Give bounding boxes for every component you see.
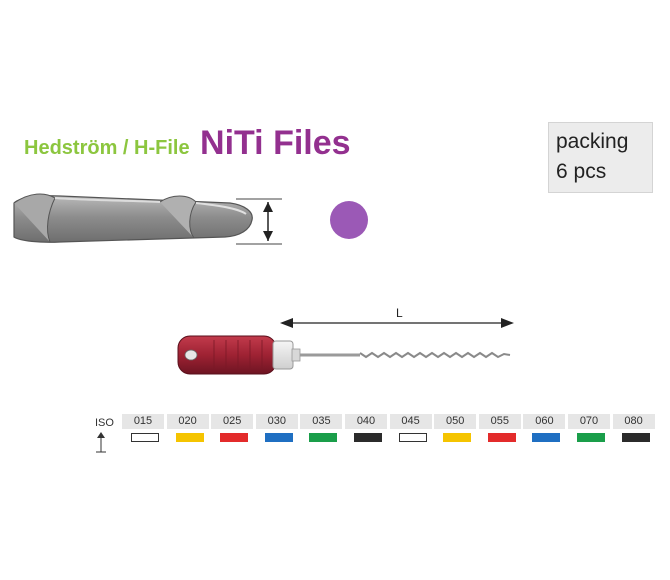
iso-size-015: 015 [122, 414, 166, 442]
iso-color-swatch [220, 433, 249, 442]
iso-color-swatch [532, 433, 561, 442]
iso-color-swatch [443, 433, 472, 442]
iso-color-swatch [309, 433, 338, 442]
iso-size-080: 080 [612, 414, 657, 442]
packing-count: 6 pcs [556, 160, 607, 183]
iso-size-030: 030 [255, 414, 300, 442]
length-dimension: L [280, 306, 514, 328]
iso-color-swatch [487, 433, 516, 442]
iso-size-number: 040 [345, 414, 389, 429]
iso-size-040: 040 [345, 414, 389, 442]
iso-size-number: 020 [166, 414, 211, 429]
iso-size-020: 020 [166, 414, 211, 442]
length-label: L [396, 306, 403, 320]
iso-color-swatch [264, 433, 293, 442]
iso-size-number: 080 [612, 414, 657, 429]
iso-size-number: 045 [389, 414, 434, 429]
iso-size-045: 045 [389, 414, 434, 442]
diameter-indicator [236, 198, 282, 245]
product-title: Hedström / H-File NiTi Files [24, 124, 351, 163]
packing-label: packing [556, 130, 629, 153]
iso-size-055: 055 [478, 414, 523, 442]
iso-size-number: 050 [434, 414, 479, 429]
iso-size-number: 055 [478, 414, 523, 429]
iso-size-number: 025 [211, 414, 256, 429]
file-tip-detail [13, 193, 253, 243]
iso-size-number: 035 [300, 414, 345, 429]
file-instrument [177, 335, 511, 375]
iso-color-swatch [398, 433, 427, 442]
iso-color-swatch [577, 433, 605, 442]
iso-size-060: 060 [523, 414, 568, 442]
iso-size-number: 015 [122, 414, 166, 429]
iso-color-swatch [131, 433, 159, 442]
iso-label: ISO [95, 417, 114, 429]
iso-size-number: 070 [568, 414, 612, 429]
iso-color-swatch [621, 433, 650, 442]
iso-color-swatch [354, 433, 382, 442]
size-color-dot [330, 201, 368, 239]
product-subtitle: Hedström / H-File [24, 137, 190, 159]
packing-box: packing 6 pcs [548, 122, 653, 193]
iso-arrow-icon [96, 432, 106, 453]
iso-size-025: 025 [211, 414, 256, 442]
iso-color-swatch [175, 433, 204, 442]
iso-size-number: 030 [255, 414, 300, 429]
iso-size-035: 035 [300, 414, 345, 442]
iso-size-number: 060 [523, 414, 568, 429]
iso-size-050: 050 [434, 414, 479, 442]
iso-size-070: 070 [568, 414, 612, 442]
product-name: NiTi Files [200, 124, 351, 162]
